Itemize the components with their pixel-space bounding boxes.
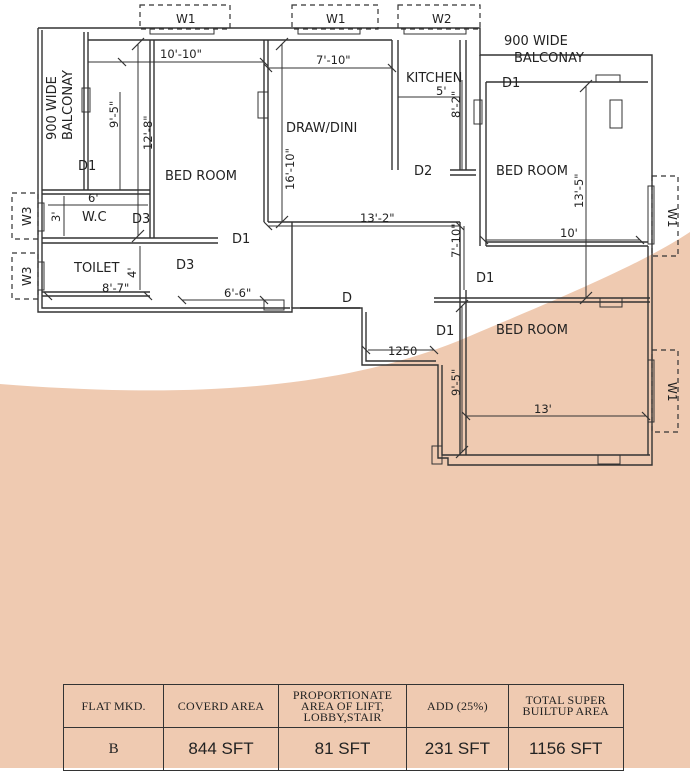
door-label: D — [342, 291, 352, 306]
dimension-label: 6'-6" — [224, 286, 251, 300]
dimension-label: 10' — [560, 226, 578, 240]
window-w1-top-left — [139, 4, 231, 30]
door-label: D1 — [232, 232, 250, 247]
header-total-super-builtup: TOTAL SUPER BUILTUP AREA — [507, 684, 624, 728]
header-coverd-area: COVERD AREA — [163, 684, 279, 728]
window-w1-right-lower — [651, 349, 679, 433]
room-label-bed1: BED ROOM — [165, 169, 237, 184]
dimension-label: 8'-7" — [102, 281, 129, 295]
room-label-kitchen: KITCHEN — [406, 71, 462, 86]
door-label: D1 — [78, 159, 96, 174]
window-label: W3 — [20, 207, 34, 227]
floor-plan: BED ROOM DRAW/DINI KITCHEN BED ROOM BED … — [11, 4, 679, 466]
peach-wave-shape — [0, 232, 690, 768]
window-label: W1 — [176, 12, 196, 26]
door-label: D1 — [436, 324, 454, 339]
door-label: D2 — [414, 164, 432, 179]
area-table-header-row: FLAT MKD. COVERD AREA PROPORTIONATE AREA… — [62, 684, 624, 728]
window-w1-top-mid — [291, 4, 379, 30]
dimension-label: 10'-10" — [160, 47, 202, 61]
dimension-label: 4' — [125, 268, 139, 278]
door-label: D3 — [132, 212, 150, 227]
dimension-label: 16'-10" — [283, 148, 297, 190]
dimension-label: 7'-10" — [316, 53, 351, 67]
room-label-bed3: BED ROOM — [496, 323, 568, 338]
dimension-label: 7'-10" — [449, 223, 463, 258]
dimension-label: 13'-5" — [572, 173, 586, 208]
dimension-label: 12'-8" — [141, 115, 155, 150]
door-label: D1 — [502, 76, 520, 91]
room-label-bed2: BED ROOM — [496, 164, 568, 179]
dimension-label: 3' — [49, 212, 63, 222]
dimension-label: 13' — [534, 402, 552, 416]
room-label-wc: W.C — [82, 210, 107, 225]
value-total-super-builtup: 1156 SFT — [507, 727, 624, 771]
dimension-label: 8'-2" — [449, 91, 463, 118]
header-flat-mkd: FLAT MKD. — [62, 684, 165, 728]
dimension-label: 9'-5" — [449, 369, 463, 396]
window-label: W1 — [665, 208, 679, 228]
window-label: W1 — [665, 382, 679, 402]
value-flat-mkd: B — [62, 727, 165, 771]
window-label: W1 — [326, 12, 346, 26]
dimension-label: 6' — [88, 191, 98, 205]
dimension-label: 5' — [436, 84, 446, 98]
door-label: D3 — [176, 258, 194, 273]
room-label-toilet: TOILET — [73, 261, 119, 276]
area-table: FLAT MKD. COVERD AREA PROPORTIONATE AREA… — [62, 684, 624, 771]
header-proportionate-area: PROPORTIONATE AREA OF LIFT, LOBBY,STAIR — [277, 684, 408, 728]
outer-wall-top — [38, 27, 653, 290]
dimension-label: 1250 — [388, 344, 417, 358]
window-w2-top — [397, 4, 481, 30]
value-add-25: 231 SFT — [406, 727, 509, 771]
header-add-25: ADD (25%) — [406, 684, 509, 728]
window-w1-right-upper — [651, 175, 679, 257]
room-label-draw-dini: DRAW/DINI — [286, 121, 357, 136]
area-table-value-row: B 844 SFT 81 SFT 231 SFT 1156 SFT — [62, 727, 624, 771]
dimension-label: 9'-5" — [107, 101, 121, 128]
room-label-balcony-left: 900 WIDEBALCONAY — [45, 70, 76, 140]
value-proportionate-area: 81 SFT — [277, 727, 408, 771]
window-label: W3 — [20, 267, 34, 287]
value-coverd-area: 844 SFT — [163, 727, 279, 771]
outer-wall — [37, 28, 653, 466]
door-label: D1 — [476, 271, 494, 286]
dimension-label: 13'-2" — [360, 211, 395, 225]
window-label: W2 — [432, 12, 452, 26]
